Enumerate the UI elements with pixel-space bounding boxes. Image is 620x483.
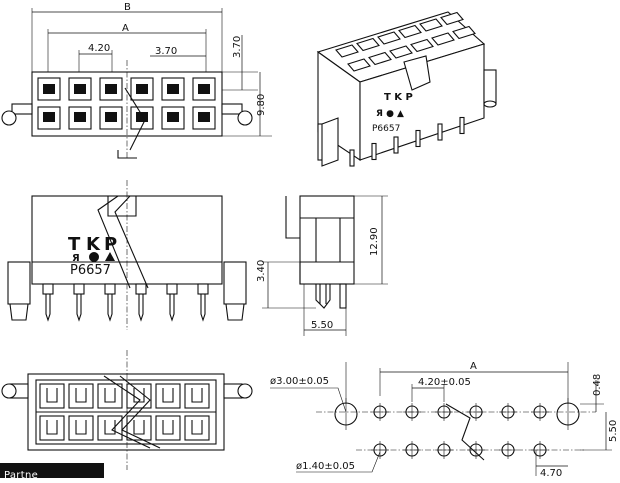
iso-cavity — [419, 18, 443, 32]
terminal-bottom-2 — [74, 112, 86, 122]
iso-pin — [349, 149, 355, 167]
dim-depth-label: 9.80 — [256, 94, 267, 116]
cavity-top-6 — [192, 77, 216, 101]
bottom-cell — [68, 383, 94, 409]
pcb-offset-label: 0.48 — [592, 374, 603, 396]
ul-mark: Я — [72, 253, 80, 264]
pin-shoulder — [73, 283, 85, 295]
pin-shoulder — [135, 283, 147, 295]
pin-shoulder — [166, 283, 178, 295]
bottom-cell — [126, 383, 152, 409]
iso-cavity — [347, 58, 371, 72]
bottom-cell — [97, 415, 123, 441]
pcb-row-spacing-label: 5.50 — [608, 420, 619, 442]
terminal-bottom-4 — [136, 112, 148, 122]
bottom-cell — [184, 415, 210, 441]
brand-p: P — [104, 234, 117, 255]
bottom-cell — [97, 383, 123, 409]
cavity-bottom-5 — [161, 106, 185, 130]
iso-cavity — [398, 24, 422, 39]
cavity-top-2 — [68, 77, 92, 101]
dim-a-label: A — [122, 23, 129, 34]
iso-pin — [371, 142, 377, 161]
pin-shoulder — [197, 283, 209, 295]
cavity-top-3 — [99, 77, 123, 101]
cavity-bottom-1 — [37, 106, 61, 130]
isometric-view: T K P Я ● ▲ P6657 — [316, 11, 497, 167]
cavity-top-1 — [37, 77, 61, 101]
terminal-bottom-3 — [105, 112, 117, 122]
iso-cavity — [377, 31, 401, 45]
iso-cavity — [389, 45, 413, 59]
pcb-layout: A 4.20±0.05 ø3.00±0.05 0.48 5.50 ø1.40±0… — [270, 361, 619, 479]
brand-k: K — [86, 234, 101, 255]
cavity-top-5 — [161, 77, 185, 101]
bottom-cell — [126, 415, 152, 441]
terminal-top-5 — [167, 84, 179, 94]
svg-text:Я ● ▲: Я ● ▲ — [376, 109, 404, 119]
cavity-bottom-6 — [192, 106, 216, 130]
iso-brand: T K P — [384, 92, 413, 103]
terminal-bottom-6 — [198, 112, 210, 122]
bottom-cell — [39, 383, 65, 409]
top-view: B A 4.20 3.70 3.70 9. — [1, 2, 272, 159]
pcb-peg-hole-label: ø3.00±0.05 — [270, 376, 329, 387]
iso-pin — [393, 136, 399, 154]
corner-label: Partne — [0, 463, 104, 481]
brand-t: T — [68, 234, 81, 255]
pin — [200, 294, 206, 322]
front-view: T K P Я P6657 — [7, 180, 247, 330]
iso-cavity — [410, 38, 434, 53]
bottom-cell — [39, 415, 65, 441]
bottom-view — [1, 350, 253, 470]
bottom-cell — [184, 383, 210, 409]
pin-shoulder — [104, 283, 116, 295]
dim-pin-offset-label: 3.70 — [232, 36, 243, 58]
pin — [169, 294, 175, 322]
dim-pin-len-label: 3.40 — [256, 260, 267, 282]
pin — [45, 294, 51, 322]
terminal-bottom-5 — [167, 112, 179, 122]
cavity-bottom-2 — [68, 106, 92, 130]
dim-row-pitch-label: 3.70 — [155, 46, 177, 57]
dim-width-label: 5.50 — [311, 320, 333, 331]
iso-cavity — [368, 51, 392, 66]
terminal-top-1 — [43, 84, 55, 94]
iso-cavity — [452, 25, 476, 40]
part-number: P6657 — [70, 263, 111, 278]
terminal-top-4 — [136, 84, 148, 94]
iso-cavity — [440, 11, 464, 26]
iso-cavity — [335, 44, 359, 58]
terminal-top-2 — [74, 84, 86, 94]
pcb-pitch-label: 4.20±0.05 — [418, 377, 471, 388]
bottom-cell — [155, 415, 181, 441]
bottom-cell — [155, 383, 181, 409]
bottom-cell — [68, 415, 94, 441]
pin — [138, 294, 144, 322]
dim-pitch-label: 4.20 — [88, 43, 110, 54]
terminal-top-6 — [198, 84, 210, 94]
terminal-bottom-1 — [43, 112, 55, 122]
iso-pin — [415, 129, 421, 148]
pcb-a-label: A — [470, 361, 477, 372]
iso-pin — [459, 116, 465, 135]
cavity-bottom-3 — [99, 106, 123, 130]
pin — [107, 294, 113, 322]
iso-cavity — [431, 32, 455, 46]
pcb-edge-label: 4.70 — [540, 468, 562, 478]
side-view: 5.50 12.90 3.40 — [256, 195, 388, 336]
iso-cavity — [356, 37, 380, 52]
cavity-top-4 — [130, 77, 154, 101]
dim-b-label: B — [124, 2, 131, 13]
terminal-top-3 — [105, 84, 117, 94]
pin-shoulder — [42, 283, 54, 295]
dim-height-label: 12.90 — [369, 227, 380, 256]
iso-pin — [437, 123, 443, 141]
pin — [76, 294, 82, 322]
iso-part-no: P6657 — [372, 124, 400, 134]
pcb-pin-hole-label: ø1.40±0.05 — [296, 461, 355, 472]
cavity-bottom-4 — [130, 106, 154, 130]
